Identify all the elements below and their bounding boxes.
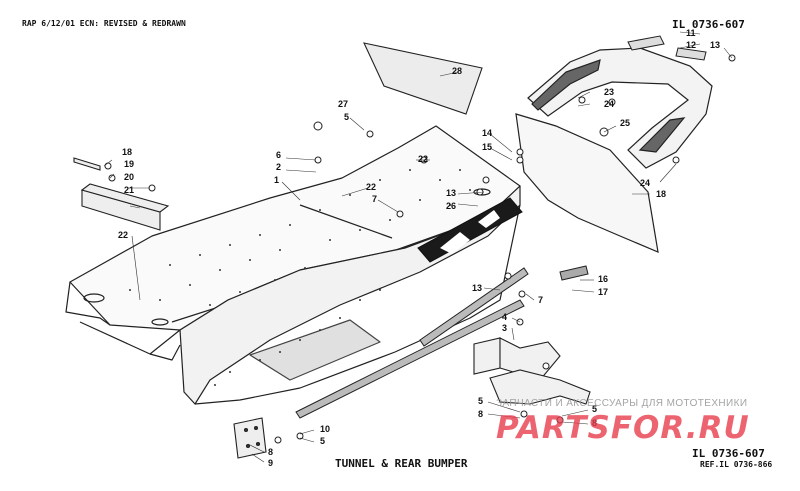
watermark-logo: PARTSFOR.RU (496, 410, 750, 446)
callout-8c: 8 (268, 447, 273, 457)
diagram-title: TUNNEL & REAR BUMPER (335, 457, 468, 470)
callout-7b: 7 (538, 295, 543, 305)
callout-12: 12 (686, 40, 696, 50)
callout-15: 15 (482, 142, 492, 152)
license-plate-bracket (233, 417, 267, 459)
callout-2: 2 (276, 162, 281, 172)
callout-25: 25 (620, 118, 630, 128)
callout-6: 6 (276, 150, 281, 160)
callout-14: 14 (482, 128, 492, 138)
rear-bumper (527, 47, 713, 169)
axle-bracket (473, 337, 591, 405)
callout-13c: 13 (472, 283, 482, 293)
callout-1: 1 (274, 175, 279, 185)
callout-20: 20 (124, 172, 134, 182)
illustration-number-bottom: IL 0736-607 (692, 447, 765, 460)
callout-5: 5 (344, 112, 349, 122)
callout-24: 24 (604, 99, 614, 109)
callout-11: 11 (686, 28, 696, 38)
decal-panel (363, 42, 483, 115)
callout-3: 3 (502, 323, 507, 333)
callout-27: 27 (338, 99, 348, 109)
bracket-parts (73, 157, 170, 231)
callout-16: 16 (598, 274, 608, 284)
callout-13b: 13 (710, 40, 720, 50)
callout-numbers: 28 27 5 18 19 20 21 22 6 2 1 22 7 22 13 … (118, 28, 720, 468)
callout-23: 23 (604, 87, 614, 97)
revision-note: RAP 6/12/01 ECN: REVISED & REDRAWN (22, 19, 186, 28)
callout-22c: 22 (418, 154, 428, 164)
decal-graphic (417, 197, 523, 263)
callout-18: 18 (122, 147, 132, 157)
callout-26: 26 (446, 201, 456, 211)
leader-lines (103, 31, 733, 463)
callout-13: 13 (446, 188, 456, 198)
reference-number: REF.IL 0736-866 (700, 460, 773, 469)
tunnel (65, 125, 521, 405)
reflector (559, 265, 589, 281)
callout-28: 28 (452, 66, 462, 76)
callout-22: 22 (118, 230, 128, 240)
callout-4: 4 (502, 312, 507, 322)
callout-18b: 18 (656, 189, 666, 199)
callout-24b: 24 (640, 178, 650, 188)
callout-8b: 8 (592, 418, 597, 428)
callout-10: 10 (320, 424, 330, 434)
callout-7: 7 (372, 194, 377, 204)
callout-22b: 22 (366, 182, 376, 192)
watermark-text: ЗАПЧАСТИ И АКСЕССУАРЫ ДЛЯ МОТОТЕХНИКИ (496, 398, 748, 409)
fasteners (104, 54, 736, 444)
callout-19: 19 (124, 159, 134, 169)
rivet-holes (129, 169, 471, 386)
callout-5c: 5 (592, 404, 597, 414)
callout-21: 21 (124, 185, 134, 195)
callout-9: 9 (268, 458, 273, 468)
callout-5d: 5 (320, 436, 325, 446)
bumper-tabs (627, 35, 707, 61)
side-rail (295, 267, 529, 419)
snow-flap (515, 113, 659, 253)
illustration-number-top: IL 0736-607 (672, 18, 745, 31)
callout-8: 8 (478, 409, 483, 419)
callout-17: 17 (598, 287, 608, 297)
callout-5b: 5 (478, 396, 483, 406)
